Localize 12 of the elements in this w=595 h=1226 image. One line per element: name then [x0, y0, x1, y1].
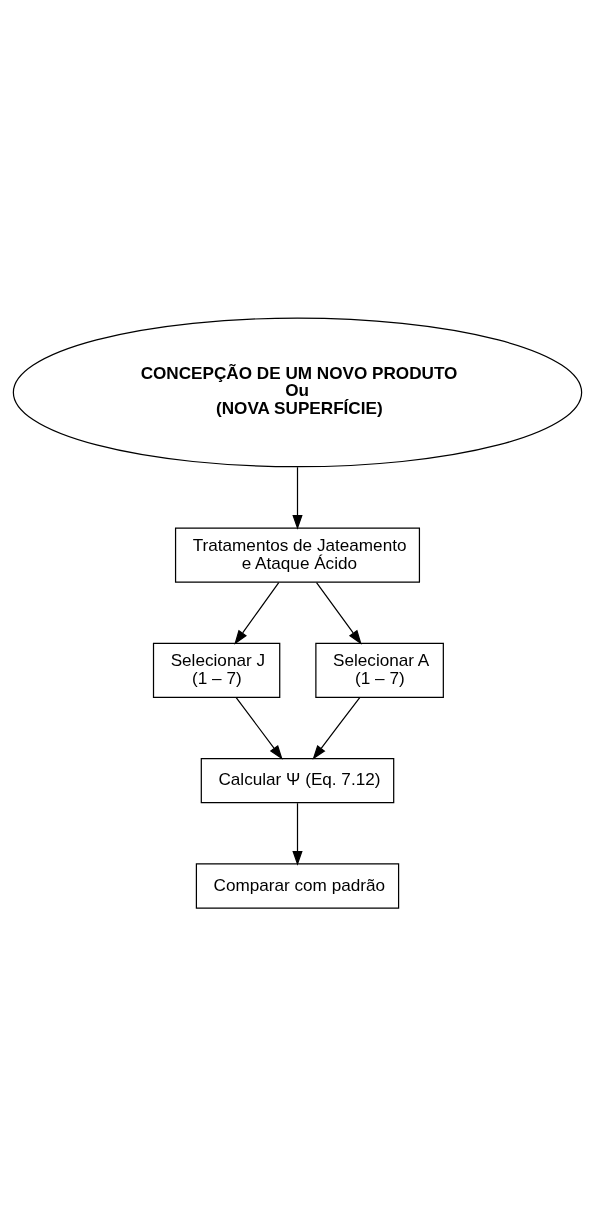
arrow	[235, 697, 283, 760]
arrow	[315, 581, 362, 645]
node-box: Tratamentos de Jateamento e Ataque Ácido	[174, 527, 421, 583]
node-box: Selecionar J (1 – 7)	[152, 642, 281, 698]
node-ellipse: CONCEPÇÃO DE UM NOVO PRODUTO Ou (NOVA SUPERFÍCIE)	[12, 317, 583, 468]
arrow	[292, 802, 303, 866]
node-box: Comparar com padrão	[195, 863, 400, 909]
arrow	[234, 581, 280, 645]
node-box: Calcular Ψ (Eq. 7.12)	[200, 757, 395, 804]
node-box: Selecionar A (1 – 7)	[315, 642, 444, 698]
arrow	[292, 466, 303, 530]
arrow	[312, 697, 361, 760]
